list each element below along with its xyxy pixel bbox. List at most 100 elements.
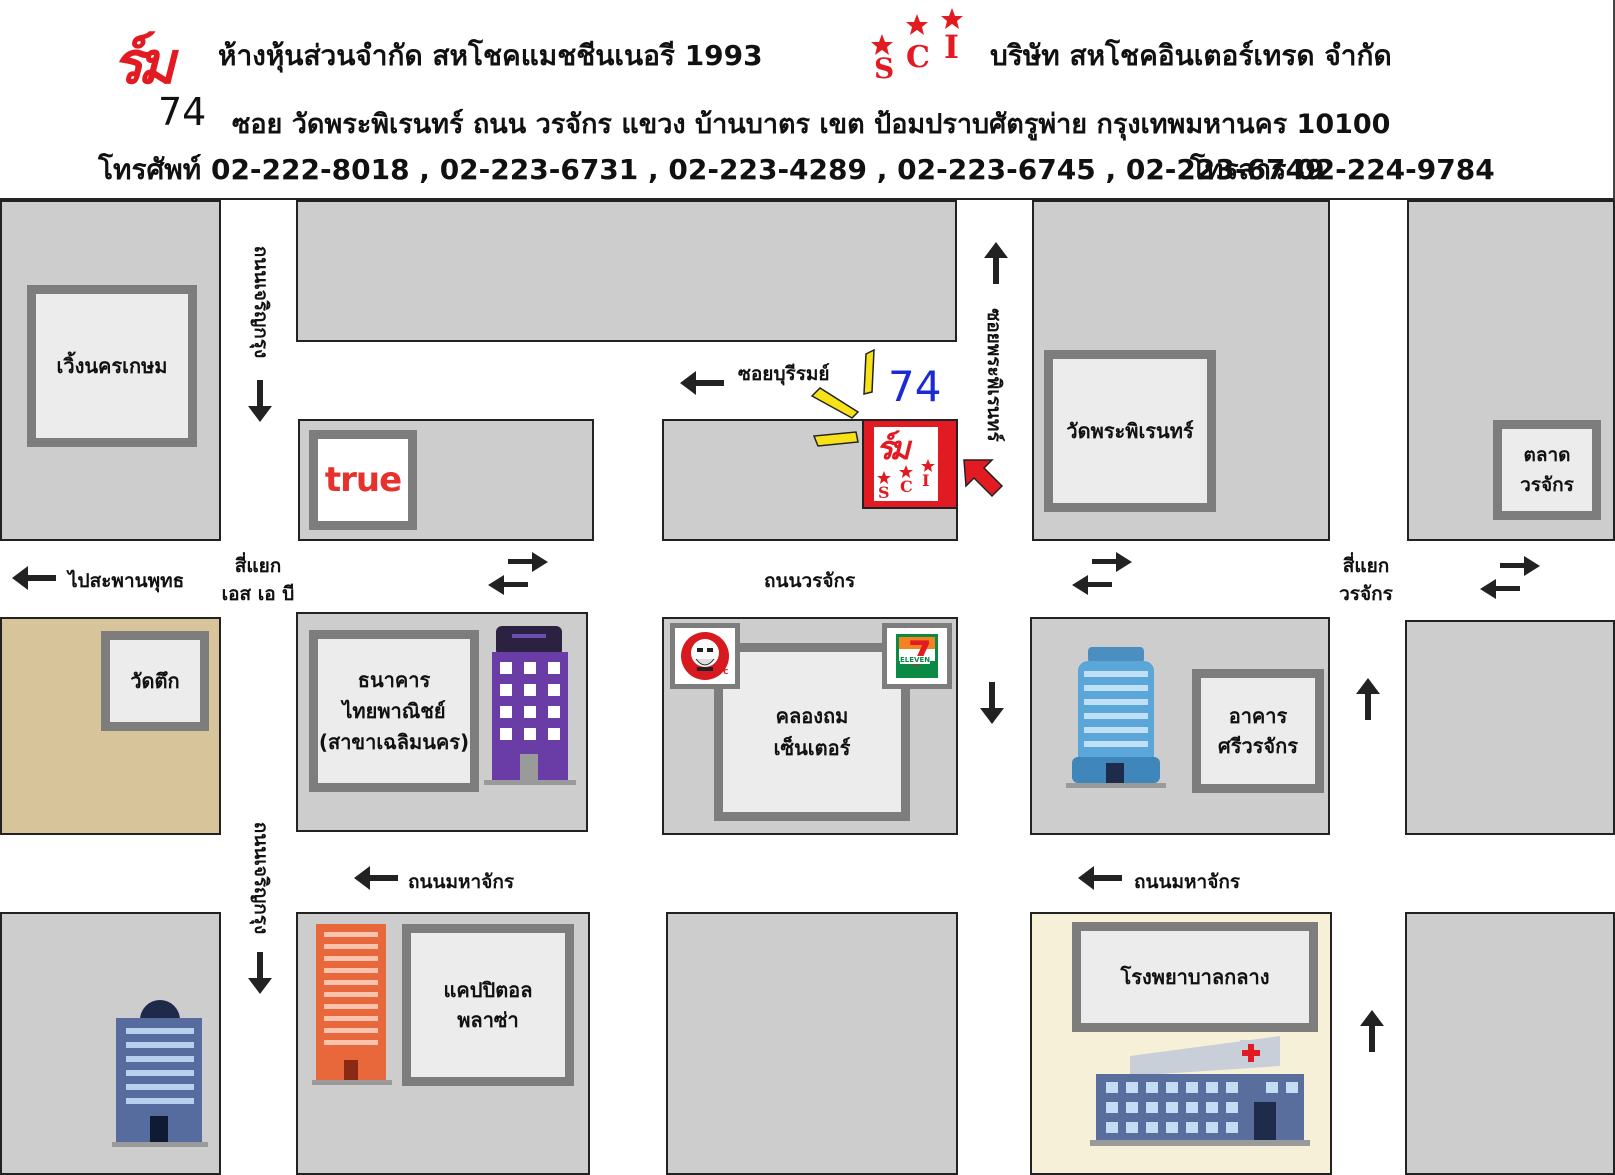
wat-phra-phiren-label: วัดพระพิเรนทร์ bbox=[1066, 419, 1194, 443]
scb-line2: ไทยพาณิชย์ bbox=[342, 698, 446, 723]
arrow-left-maha-chak-right-icon bbox=[1078, 866, 1122, 890]
worachak-intersection-line2: วรจักร bbox=[1339, 583, 1393, 605]
block-bottom-left bbox=[0, 912, 221, 1175]
blue-building-icon bbox=[1066, 647, 1166, 788]
destination-letter-s: S bbox=[878, 483, 890, 502]
arrow-left-soi-buriram-icon bbox=[680, 371, 724, 395]
klang-hospital-label: โรงพยาบาลกลาง bbox=[1120, 965, 1270, 989]
wat-tuek-label: วัดตึก bbox=[130, 669, 180, 693]
road-worachak: ถนนวรจักร bbox=[764, 570, 856, 592]
company-left-name: ห้างหุ้นส่วนจำกัด สหโชคแมชชีนเนอรี 1993 bbox=[218, 39, 763, 72]
arrow-up-bottom-right-icon bbox=[1360, 1010, 1384, 1052]
capitol-plaza: แคปปิตอล พลาซ่า bbox=[402, 924, 574, 1086]
block-klang-hospital: โรงพยาบาลกลาง bbox=[1030, 912, 1332, 1175]
true-shop: true bbox=[309, 430, 417, 530]
arrow-two-way-left-icon bbox=[488, 552, 548, 595]
logo-left-text: ร์ม bbox=[112, 29, 175, 97]
block-talat-worachak: ตลาด วรจักร bbox=[1407, 200, 1615, 541]
kfc-shop: KFC bbox=[670, 623, 740, 689]
seven-eleven-shop: 7 ELEVEN bbox=[882, 623, 952, 689]
sab-intersection-line2: เอส เอ บี bbox=[221, 583, 295, 605]
fax-line: โทรสาร 02-224-9784 bbox=[1190, 153, 1495, 186]
khlong-thom-label: คลองถม เซ็นเตอร์ bbox=[774, 700, 851, 764]
block-bottom-right bbox=[1405, 912, 1615, 1175]
orange-building-icon bbox=[312, 924, 392, 1085]
block-capitol-plaza: แคปปิตอล พลาซ่า bbox=[296, 912, 590, 1175]
scb-line1: ธนาคาร bbox=[357, 667, 431, 692]
destination-letter-i: I bbox=[922, 471, 930, 490]
header: ร์ม ห้างหุ้นส่วนจำกัด สหโชคแมชชีนเนอรี 1… bbox=[0, 0, 1615, 200]
talat-worachak-label: ตลาด วรจักร bbox=[1520, 440, 1574, 500]
capitol-line1: แคปปิตอล bbox=[443, 978, 533, 1002]
arrow-two-way-center-icon bbox=[1072, 552, 1132, 595]
road-maha-chak-left: ถนนมหาจักร bbox=[408, 871, 515, 893]
road-charoen-krung-top: ถนนเจริญกรุง bbox=[250, 245, 272, 359]
red-pointer-arrow-icon bbox=[963, 459, 1004, 498]
hospital-building-icon bbox=[1090, 1036, 1310, 1146]
true-logo: true bbox=[324, 460, 402, 500]
arrow-up-soi-phra-phiren-icon bbox=[984, 242, 1008, 284]
purple-building-icon bbox=[484, 626, 576, 785]
block-khlong-thom: คลองถม เซ็นเตอร์ KFC 7 ELEVEN bbox=[662, 617, 958, 835]
scb-bank: ธนาคาร ไทยพาณิชย์ (สาขาเฉลิมนคร) bbox=[309, 630, 479, 792]
block-row2-right bbox=[1405, 620, 1615, 835]
sci-letter-s: S bbox=[874, 52, 895, 85]
sahachoke-machinery-logo: ร์ม bbox=[112, 8, 204, 97]
wat-tuek: วัดตึก bbox=[101, 631, 209, 731]
destination-marker: ร์ม S C I bbox=[862, 419, 958, 509]
arrow-down-soi-phra-phiren-icon bbox=[980, 682, 1004, 724]
seven-eleven-stripe-green bbox=[899, 661, 935, 675]
destination-letter-c: C bbox=[900, 477, 913, 496]
road-charoen-krung-bottom: ถนนเจริญกรุง bbox=[250, 821, 272, 935]
phone-line: โทรศัพท์ 02-222-8018 , 02-223-6731 , 02-… bbox=[98, 153, 1325, 186]
talat-worachak: ตลาด วรจักร bbox=[1493, 420, 1601, 520]
scb-bank-label: ธนาคาร ไทยพาณิชย์ (สาขาเฉลิมนคร) bbox=[319, 665, 469, 758]
block-bottom-center bbox=[666, 912, 958, 1175]
wieng-nakhon-kasem-label: เวิ้งนครเกษม bbox=[56, 354, 168, 378]
map: เวิ้งนครเกษม true ร์ม S C I 74 วัดพระพิเ… bbox=[0, 200, 1615, 1175]
scb-line3: (สาขาเฉลิมนคร) bbox=[318, 729, 470, 754]
sci-letter-c: C bbox=[906, 40, 930, 75]
arrow-left-memorial-bridge-icon bbox=[12, 566, 56, 590]
destination-number: 74 bbox=[888, 362, 942, 411]
khlong-thom-center: คลองถม เซ็นเตอร์ bbox=[714, 643, 910, 821]
block-wat-tuek: วัดตึก bbox=[0, 617, 221, 835]
sri-worachak-line2: ศรีวรจักร bbox=[1218, 734, 1298, 758]
seven-eleven-seven: 7 bbox=[908, 634, 932, 674]
address-number: 74 bbox=[158, 90, 207, 134]
block-true: true bbox=[298, 419, 594, 541]
highlight-rays-icon bbox=[810, 348, 875, 447]
sri-worachak-label: อาคาร ศรีวรจักร bbox=[1218, 701, 1298, 761]
road-to-memorial-bridge: ไปสะพานพุทธ bbox=[68, 570, 185, 592]
worachak-intersection-line1: สี่แยก bbox=[1342, 555, 1390, 577]
wieng-nakhon-kasem: เวิ้งนครเกษม bbox=[27, 285, 197, 447]
sab-intersection-line1: สี่แยก bbox=[234, 555, 282, 577]
capitol-plaza-label: แคปปิตอล พลาซ่า bbox=[444, 975, 533, 1035]
arrow-up-worachak-right-icon bbox=[1356, 678, 1380, 720]
block-sri-worachak: อาคาร ศรีวรจักร bbox=[1030, 617, 1330, 835]
seven-eleven-stripe-orange bbox=[899, 637, 935, 649]
sri-worachak-building: อาคาร ศรีวรจักร bbox=[1192, 669, 1324, 793]
sci-logo-stars-icon bbox=[871, 8, 963, 55]
khlong-thom-line2: เซ็นเตอร์ bbox=[773, 736, 851, 760]
khlong-thom-line1: คลองถม bbox=[775, 704, 849, 728]
company-right-name: บริษัท สหโชคอินเตอร์เทรด จำกัด bbox=[990, 39, 1392, 72]
worachak-intersection-label: สี่แยก วรจักร bbox=[1328, 552, 1404, 608]
block-scb: ธนาคาร ไทยพาณิชย์ (สาขาเฉลิมนคร) bbox=[296, 612, 588, 832]
destination-stars-icon bbox=[877, 459, 935, 484]
seven-eleven-logo: 7 ELEVEN bbox=[896, 634, 938, 678]
arrow-down-charoen-krung-bottom-icon bbox=[248, 952, 272, 994]
kfc-colonel-icon bbox=[681, 632, 729, 680]
arrow-left-maha-chak-left-icon bbox=[354, 866, 398, 890]
destination-logo-text: ร์ม bbox=[876, 429, 910, 467]
sci-letter-i: I bbox=[944, 28, 959, 66]
arrow-two-way-right-icon bbox=[1480, 556, 1540, 599]
address-line: ซอย วัดพระพิเรนทร์ ถนน วรจักร แขวง บ้านบ… bbox=[232, 109, 1391, 140]
sci-logo: S C I bbox=[871, 6, 964, 85]
road-soi-phra-phiren: ซอยพระพิเรนทร์ bbox=[983, 308, 1005, 442]
kfc-label: KFC bbox=[713, 668, 729, 676]
block-wat-phra-phiren: วัดพระพิเรนทร์ bbox=[1032, 200, 1330, 541]
block-top-center bbox=[296, 200, 957, 342]
wat-phra-phiren: วัดพระพิเรนทร์ bbox=[1044, 350, 1216, 512]
road-maha-chak-right: ถนนมหาจักร bbox=[1134, 871, 1241, 893]
